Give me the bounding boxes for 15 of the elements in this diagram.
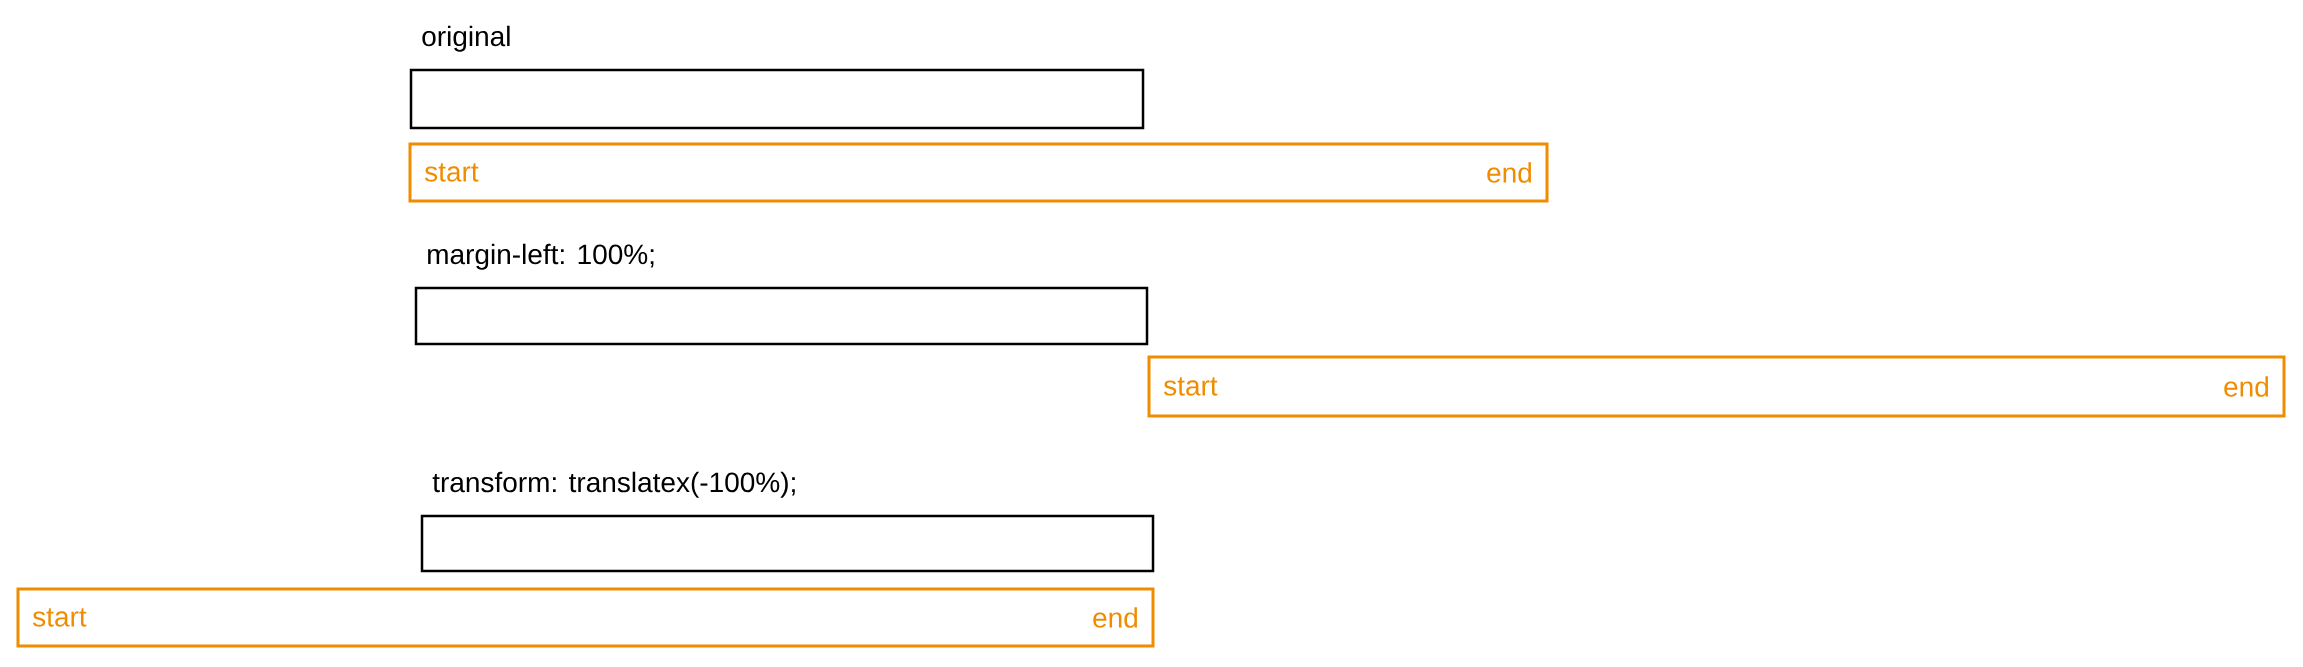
start-label: start	[425, 163, 479, 182]
element-box	[420, 471, 1155, 573]
heading: transform: translatex(-100%);	[432, 471, 795, 498]
heading: margin-left: 100%;	[428, 243, 654, 270]
heading: original	[422, 25, 510, 52]
element-box	[414, 243, 1149, 346]
start-label: start	[33, 608, 87, 627]
start-label: start	[1164, 377, 1218, 396]
translated-box	[408, 142, 1549, 203]
element-box	[409, 25, 1145, 130]
end-label: end	[1487, 162, 1531, 183]
translated-box	[1147, 355, 2286, 418]
translated-box	[16, 587, 1155, 648]
end-label: end	[1093, 607, 1137, 628]
end-label: end	[2224, 376, 2268, 397]
